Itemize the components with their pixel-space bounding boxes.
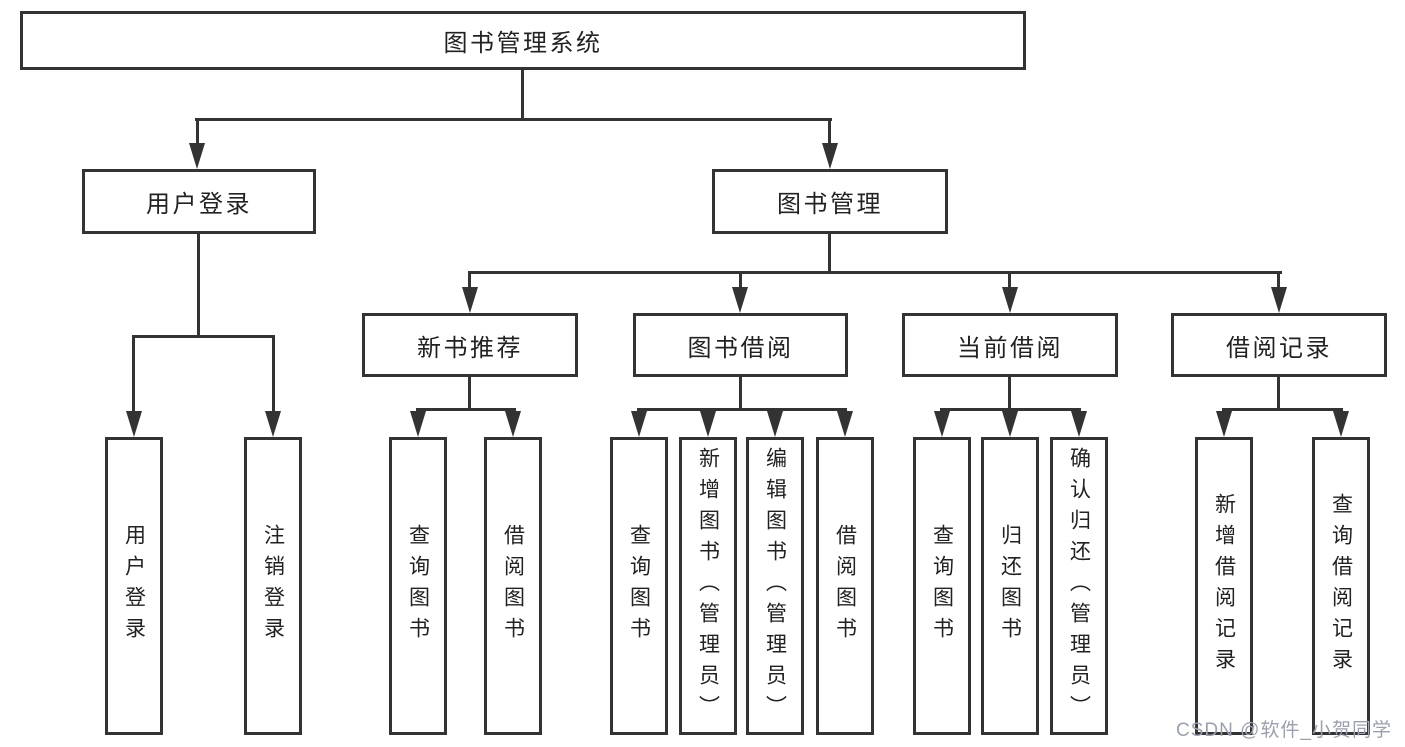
- leaf-query-book-2: 查询图书: [610, 437, 668, 735]
- node-book-borrow-label: 图书借阅: [687, 334, 794, 362]
- arrow-down-icon: [189, 143, 205, 169]
- node-user-login-label: 用户登录: [146, 191, 252, 218]
- arrow-down-icon: [934, 411, 950, 437]
- leaf-query-book-3: 查询图书: [913, 437, 971, 735]
- node-book-management-label: 图书管理: [777, 191, 883, 218]
- arrow-down-icon: [505, 411, 521, 437]
- arrow-down-icon: [410, 411, 426, 437]
- arrow-down-icon: [462, 287, 478, 313]
- arrow-down-icon: [265, 411, 281, 437]
- csdn-watermark: CSDN @软件_小贺同学: [1176, 720, 1392, 741]
- arrow-down-icon: [767, 411, 783, 437]
- node-borrow-record-label: 借阅记录: [1226, 334, 1332, 362]
- leaf-add-borrow-record-label: 新增借阅记录: [1212, 493, 1236, 679]
- leaf-query-book-3-label: 查询图书: [930, 524, 954, 648]
- leaf-query-book-1-label: 查询图书: [406, 524, 430, 648]
- node-root: 图书管理系统: [20, 11, 1026, 70]
- leaf-borrow-book-2: 借阅图书: [816, 437, 874, 735]
- connector-line: [468, 271, 471, 290]
- leaf-query-book-2-label: 查询图书: [627, 524, 651, 648]
- connector-line: [637, 408, 847, 411]
- leaf-edit-book-admin-label: 编辑图书（管理员）: [763, 446, 787, 726]
- connector-line: [468, 377, 471, 411]
- arrow-down-icon: [1071, 411, 1087, 437]
- node-user-login: 用户登录: [82, 169, 316, 234]
- node-book-borrow: 图书借阅: [633, 313, 848, 377]
- leaf-logout: 注销登录: [244, 437, 302, 735]
- connector-line: [195, 118, 832, 121]
- node-book-management: 图书管理: [712, 169, 948, 234]
- arrow-down-icon: [732, 287, 748, 313]
- connector-line: [132, 335, 135, 413]
- connector-line: [197, 234, 200, 338]
- connector-line: [196, 118, 199, 145]
- connector-line: [1008, 377, 1011, 411]
- arrow-down-icon: [1333, 411, 1349, 437]
- leaf-user-login-label: 用户登录: [122, 524, 146, 648]
- leaf-query-borrow-record-label: 查询借阅记录: [1329, 493, 1353, 679]
- leaf-query-borrow-record: 查询借阅记录: [1312, 437, 1370, 735]
- connector-line: [1222, 408, 1343, 411]
- leaf-confirm-return-admin: 确认归还（管理员）: [1050, 437, 1108, 735]
- node-current-borrow: 当前借阅: [902, 313, 1118, 377]
- node-new-book-recommend: 新书推荐: [362, 313, 578, 377]
- node-current-borrow-label: 当前借阅: [957, 334, 1063, 362]
- arrow-down-icon: [126, 411, 142, 437]
- arrow-down-icon: [1002, 411, 1018, 437]
- leaf-add-book-admin: 新增图书（管理员）: [679, 437, 737, 735]
- arrow-down-icon: [700, 411, 716, 437]
- arrow-down-icon: [822, 143, 838, 169]
- connector-line: [1008, 271, 1011, 290]
- connector-line: [416, 408, 516, 411]
- leaf-add-borrow-record: 新增借阅记录: [1195, 437, 1253, 735]
- leaf-user-login: 用户登录: [105, 437, 163, 735]
- leaf-query-book-1: 查询图书: [389, 437, 447, 735]
- arrow-down-icon: [1002, 287, 1018, 313]
- connector-line: [1277, 377, 1280, 411]
- connector-line: [468, 271, 1282, 274]
- arrow-down-icon: [1271, 287, 1287, 313]
- connector-line: [828, 234, 831, 274]
- leaf-edit-book-admin: 编辑图书（管理员）: [746, 437, 804, 735]
- leaf-return-book: 归还图书: [981, 437, 1039, 735]
- connector-line: [272, 335, 275, 413]
- connector-line: [739, 271, 742, 290]
- connector-line: [132, 335, 275, 338]
- arrow-down-icon: [631, 411, 647, 437]
- leaf-add-book-admin-label: 新增图书（管理员）: [696, 446, 720, 726]
- leaf-confirm-return-admin-label: 确认归还（管理员）: [1067, 446, 1091, 726]
- leaf-borrow-book-2-label: 借阅图书: [833, 524, 857, 648]
- connector-line: [521, 70, 524, 121]
- arrow-down-icon: [837, 411, 853, 437]
- connector-line: [828, 118, 831, 145]
- leaf-return-book-label: 归还图书: [998, 524, 1022, 648]
- leaf-borrow-book-1: 借阅图书: [484, 437, 542, 735]
- arrow-down-icon: [1216, 411, 1232, 437]
- connector-line: [1277, 271, 1280, 290]
- leaf-logout-label: 注销登录: [261, 524, 285, 648]
- node-borrow-record: 借阅记录: [1171, 313, 1387, 377]
- leaf-borrow-book-1-label: 借阅图书: [501, 524, 525, 648]
- node-root-label: 图书管理系统: [443, 30, 603, 57]
- node-new-book-recommend-label: 新书推荐: [417, 334, 523, 362]
- connector-line: [739, 377, 742, 411]
